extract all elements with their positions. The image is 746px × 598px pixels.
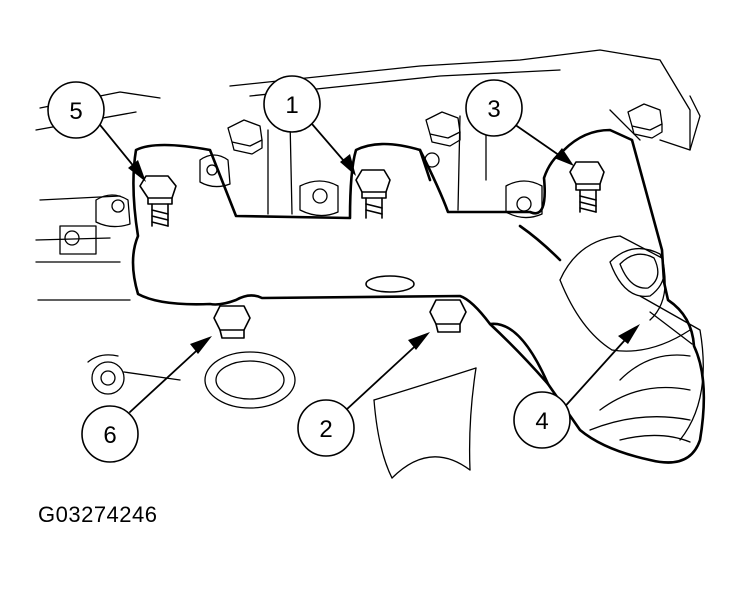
- bolt-1: [355, 169, 391, 219]
- callout-3: 3: [465, 79, 523, 137]
- leader-arrowheads: [128, 148, 640, 354]
- bolt-2: [429, 299, 467, 333]
- figure-id: G03274246: [38, 502, 158, 527]
- callout-2: 2: [297, 399, 355, 457]
- bolt-5: [139, 175, 177, 227]
- bolt-6: [213, 305, 251, 339]
- callout-4-label: 4: [535, 408, 548, 435]
- callout-5: 5: [47, 81, 105, 139]
- leader-lines: [95, 119, 635, 413]
- exhaust-manifold-outline: [131, 128, 706, 464]
- callout-2-label: 2: [319, 416, 332, 443]
- manifold-casting-mark: [365, 275, 415, 293]
- callout-6: 6: [81, 405, 139, 463]
- callout-3-label: 3: [487, 96, 500, 123]
- callout-5-label: 5: [69, 98, 82, 125]
- bolt-3: [569, 161, 605, 213]
- callout-6-label: 6: [103, 422, 116, 449]
- callout-1-label: 1: [285, 92, 298, 119]
- cylinder-head-outline: [35, 49, 704, 479]
- callout-1: 1: [263, 75, 321, 133]
- callout-4: 4: [513, 391, 571, 449]
